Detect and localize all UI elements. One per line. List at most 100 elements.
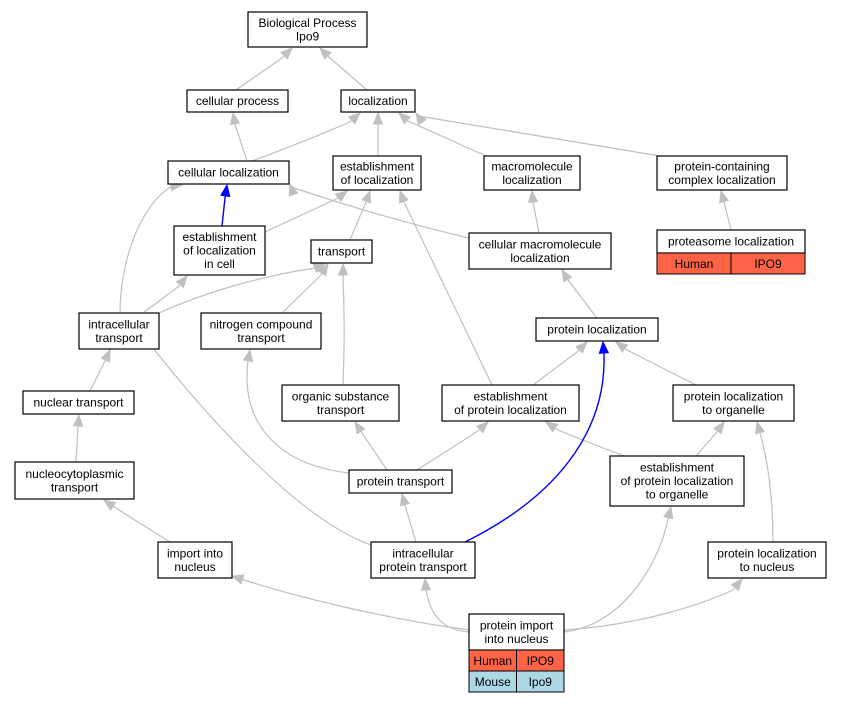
edge-establishment_of_protein_localization_to_organelle-to-establishment_of_protein_localization [544,421,633,460]
term-box [483,155,581,191]
edge-line [624,347,697,386]
go-term-nuclear-transport[interactable]: nuclear transport [22,390,135,415]
edge-proteasome_localization-to-protein_containing_complex_localization [718,189,732,231]
term-box [609,455,745,507]
term-box [535,317,659,342]
gene-cell [730,252,806,275]
go-term-cellular-localization[interactable]: cellular localization [167,160,290,185]
go-term-transport[interactable]: transport [310,239,373,264]
edge-establishment_of_localization_in_cell-to-cellular_localization [220,183,231,227]
term-label-line: localization [348,94,407,108]
edge-protein_transport-to-organic_substance_transport [354,420,388,471]
term-label-line: to organelle [702,403,765,417]
arrowhead-icon [72,413,84,427]
arrowhead-icon [372,111,384,125]
term-label-line: protein localization [684,389,783,403]
species-label: Human [473,654,512,668]
term-label-line: establishment [473,389,548,403]
term-box [468,232,612,270]
edge-line [142,284,181,314]
arrowhead-icon [399,189,409,204]
term-label-line: transport [237,331,285,345]
arrowhead-icon [544,421,559,433]
edge-protein_import_into_nucleus-to-import_into_nucleus [230,574,470,631]
term-label-line: protein-containing [674,159,769,173]
term-label-line: protein transport [357,475,445,489]
edge-line [264,197,339,233]
term-label-line: organic substance [292,389,390,403]
edge-protein_localization-to-cellular_macromolecule_localization [561,268,598,319]
term-label-line: nuclear transport [33,396,124,410]
arrowhead-icon [242,348,254,363]
arrowhead-icon [347,112,361,125]
edge-establishment_of_localization_in_cell-to-establishment_of_localization [264,190,349,233]
edge-line [554,427,633,460]
arrowhead-icon [317,262,329,277]
term-box [157,541,233,579]
arrowhead-icon [399,492,411,507]
edge-line [759,432,774,543]
gene-label: IPO9 [754,257,782,271]
term-label-line: transport [95,331,143,345]
term-box [281,384,400,422]
edge-cellular_process-to-bp [235,47,293,91]
arrowhead-icon [334,190,349,203]
arrowhead-icon [354,420,366,435]
go-term-protein-transport[interactable]: protein transport [348,469,453,494]
term-box [247,11,368,48]
edge-line [327,55,368,91]
edge-line [235,55,285,91]
term-box [340,89,416,113]
edge-line [89,359,106,392]
go-term-protein-localization[interactable]: protein localization [535,317,659,342]
edge-line [404,504,417,543]
arrowhead-icon [663,505,674,520]
edge-line [112,505,171,543]
go-term-localization[interactable]: localization [340,89,416,113]
edge-line [563,587,736,631]
go-term-cellular-process[interactable]: cellular process [186,89,289,113]
arrowhead-icon [230,574,245,585]
edge-line [75,425,79,463]
term-box [22,390,135,415]
term-label-line: protein localization [717,546,816,560]
edge-protein_import_into_nucleus-to-establishment_of_protein_localization_to_organelle [563,505,674,633]
term-label-line: cellular localization [178,166,279,180]
arrowhead-icon [561,268,573,283]
edge-line [221,195,227,227]
term-box [78,312,160,350]
term-label-line: complex localization [668,173,775,187]
edge-line [425,589,470,633]
term-label-line: cellular process [196,94,279,108]
term-box [348,469,453,494]
term-label-line: to nucleus [740,560,795,574]
term-label-line: nitrogen compound [210,317,313,331]
gene-label: Ipo9 [529,675,553,689]
edge-transport-to-establishment_of_localization [349,189,371,241]
edge-import_into_nucleus-to-nucleocytoplasmic_transport [102,499,171,543]
arrowhead-icon [280,47,293,60]
edge-line [563,517,669,633]
term-label-line: of localization [341,173,414,187]
